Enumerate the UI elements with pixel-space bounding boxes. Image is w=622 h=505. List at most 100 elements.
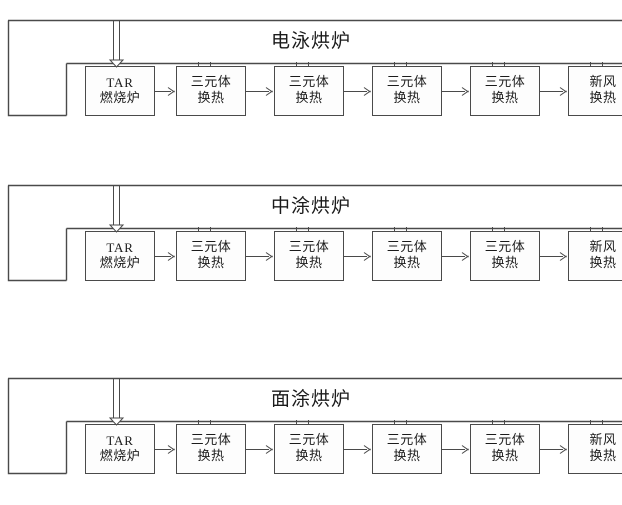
flow-arrow-icon — [364, 87, 371, 96]
node-label-line: 换热 — [491, 449, 519, 464]
node-label-line: 换热 — [197, 256, 225, 271]
node-heat-ex-3[interactable]: 三元体换热 — [372, 424, 442, 474]
node-heat-ex-1[interactable]: 三元体换热 — [176, 424, 246, 474]
node-heat-ex-4[interactable]: 三元体换热 — [470, 66, 540, 116]
flow-connector — [442, 91, 465, 92]
duct-tap-stub — [504, 420, 505, 425]
duct-tap-stub — [394, 420, 395, 425]
node-heat-ex-3[interactable]: 三元体换热 — [372, 66, 442, 116]
exhaust-inlet-pipe-icon — [108, 21, 125, 68]
oven-title: 电泳烘炉 — [270, 30, 351, 52]
duct-tap-stub — [602, 62, 603, 67]
exhaust-inlet-pipe-icon — [108, 186, 125, 233]
flow-arrow-icon — [168, 445, 175, 454]
duct-tap-stub — [602, 227, 603, 232]
node-label-line: 换热 — [197, 91, 225, 106]
duct-tap-stub — [198, 420, 199, 425]
node-label-line: 三元体 — [484, 433, 526, 448]
node-label-line: 三元体 — [190, 240, 232, 255]
node-heat-ex-4[interactable]: 三元体换热 — [470, 424, 540, 474]
flow-connector — [344, 91, 367, 92]
node-label-line: 换热 — [491, 91, 519, 106]
node-label-line: TAR — [106, 75, 134, 90]
duct-tap-stub — [492, 227, 493, 232]
node-heat-ex-2[interactable]: 三元体换热 — [274, 231, 344, 281]
node-label-line: 换热 — [295, 91, 323, 106]
exhaust-inlet-pipe-icon — [108, 379, 125, 426]
flow-arrow-icon — [364, 252, 371, 261]
node-heat-ex-1[interactable]: 三元体换热 — [176, 231, 246, 281]
flow-arrow-icon — [560, 87, 567, 96]
flow-connector — [246, 256, 269, 257]
node-fresh-air-ex[interactable]: 新风换热 — [568, 66, 622, 116]
duct-tap-stub — [296, 420, 297, 425]
node-heat-ex-1[interactable]: 三元体换热 — [176, 66, 246, 116]
node-heat-ex-2[interactable]: 三元体换热 — [274, 424, 344, 474]
duct-tap-stub — [492, 62, 493, 67]
node-label-line: TAR — [106, 433, 134, 448]
node-heat-ex-4[interactable]: 三元体换热 — [470, 231, 540, 281]
node-fresh-air-ex[interactable]: 新风换热 — [568, 424, 622, 474]
duct-tap-stub — [198, 227, 199, 232]
node-label-line: 换热 — [393, 449, 421, 464]
duct-tap-stub — [590, 62, 591, 67]
node-label-line: 三元体 — [484, 240, 526, 255]
flow-arrow-icon — [462, 252, 469, 261]
flow-connector — [442, 449, 465, 450]
node-label-line: 新风 — [589, 75, 617, 90]
node-label-line: 新风 — [589, 240, 617, 255]
flow-connector — [540, 256, 563, 257]
node-label-line: 燃烧炉 — [99, 256, 141, 271]
node-label-line: 换热 — [295, 256, 323, 271]
node-label-line: TAR — [106, 240, 134, 255]
flow-arrow-icon — [168, 87, 175, 96]
duct-tap-stub — [406, 420, 407, 425]
duct-tap-stub — [406, 62, 407, 67]
node-label-line: 换热 — [393, 91, 421, 106]
flow-connector — [540, 91, 563, 92]
node-label-line: 新风 — [589, 433, 617, 448]
flow-arrow-icon — [462, 445, 469, 454]
node-heat-ex-2[interactable]: 三元体换热 — [274, 66, 344, 116]
flow-arrow-icon — [560, 445, 567, 454]
flow-arrow-icon — [364, 445, 371, 454]
node-label-line: 三元体 — [386, 240, 428, 255]
flow-connector — [155, 449, 171, 450]
node-label-line: 三元体 — [386, 433, 428, 448]
node-label-line: 三元体 — [484, 75, 526, 90]
duct-tap-stub — [296, 62, 297, 67]
node-heat-ex-3[interactable]: 三元体换热 — [372, 231, 442, 281]
node-label-line: 三元体 — [288, 240, 330, 255]
node-label-line: 换热 — [491, 256, 519, 271]
node-label-line: 三元体 — [288, 75, 330, 90]
node-label-line: 换热 — [197, 449, 225, 464]
duct-tap-stub — [590, 227, 591, 232]
duct-tap-stub — [210, 62, 211, 67]
duct-tap-stub — [198, 62, 199, 67]
oven-title: 中涂烘炉 — [270, 195, 351, 217]
flow-arrow-icon — [462, 87, 469, 96]
duct-tap-stub — [504, 62, 505, 67]
node-label-line: 燃烧炉 — [99, 449, 141, 464]
flow-arrow-icon — [266, 445, 273, 454]
flow-arrow-icon — [168, 252, 175, 261]
node-fresh-air-ex[interactable]: 新风换热 — [568, 231, 622, 281]
node-label-line: 换热 — [589, 449, 617, 464]
flow-arrow-icon — [266, 252, 273, 261]
duct-tap-stub — [210, 227, 211, 232]
flow-connector — [155, 91, 171, 92]
duct-tap-stub — [394, 62, 395, 67]
node-label-line: 三元体 — [288, 433, 330, 448]
node-label-line: 换热 — [295, 449, 323, 464]
node-label-line: 三元体 — [190, 75, 232, 90]
oven-title: 面涂烘炉 — [270, 388, 351, 410]
flow-arrow-icon — [560, 252, 567, 261]
